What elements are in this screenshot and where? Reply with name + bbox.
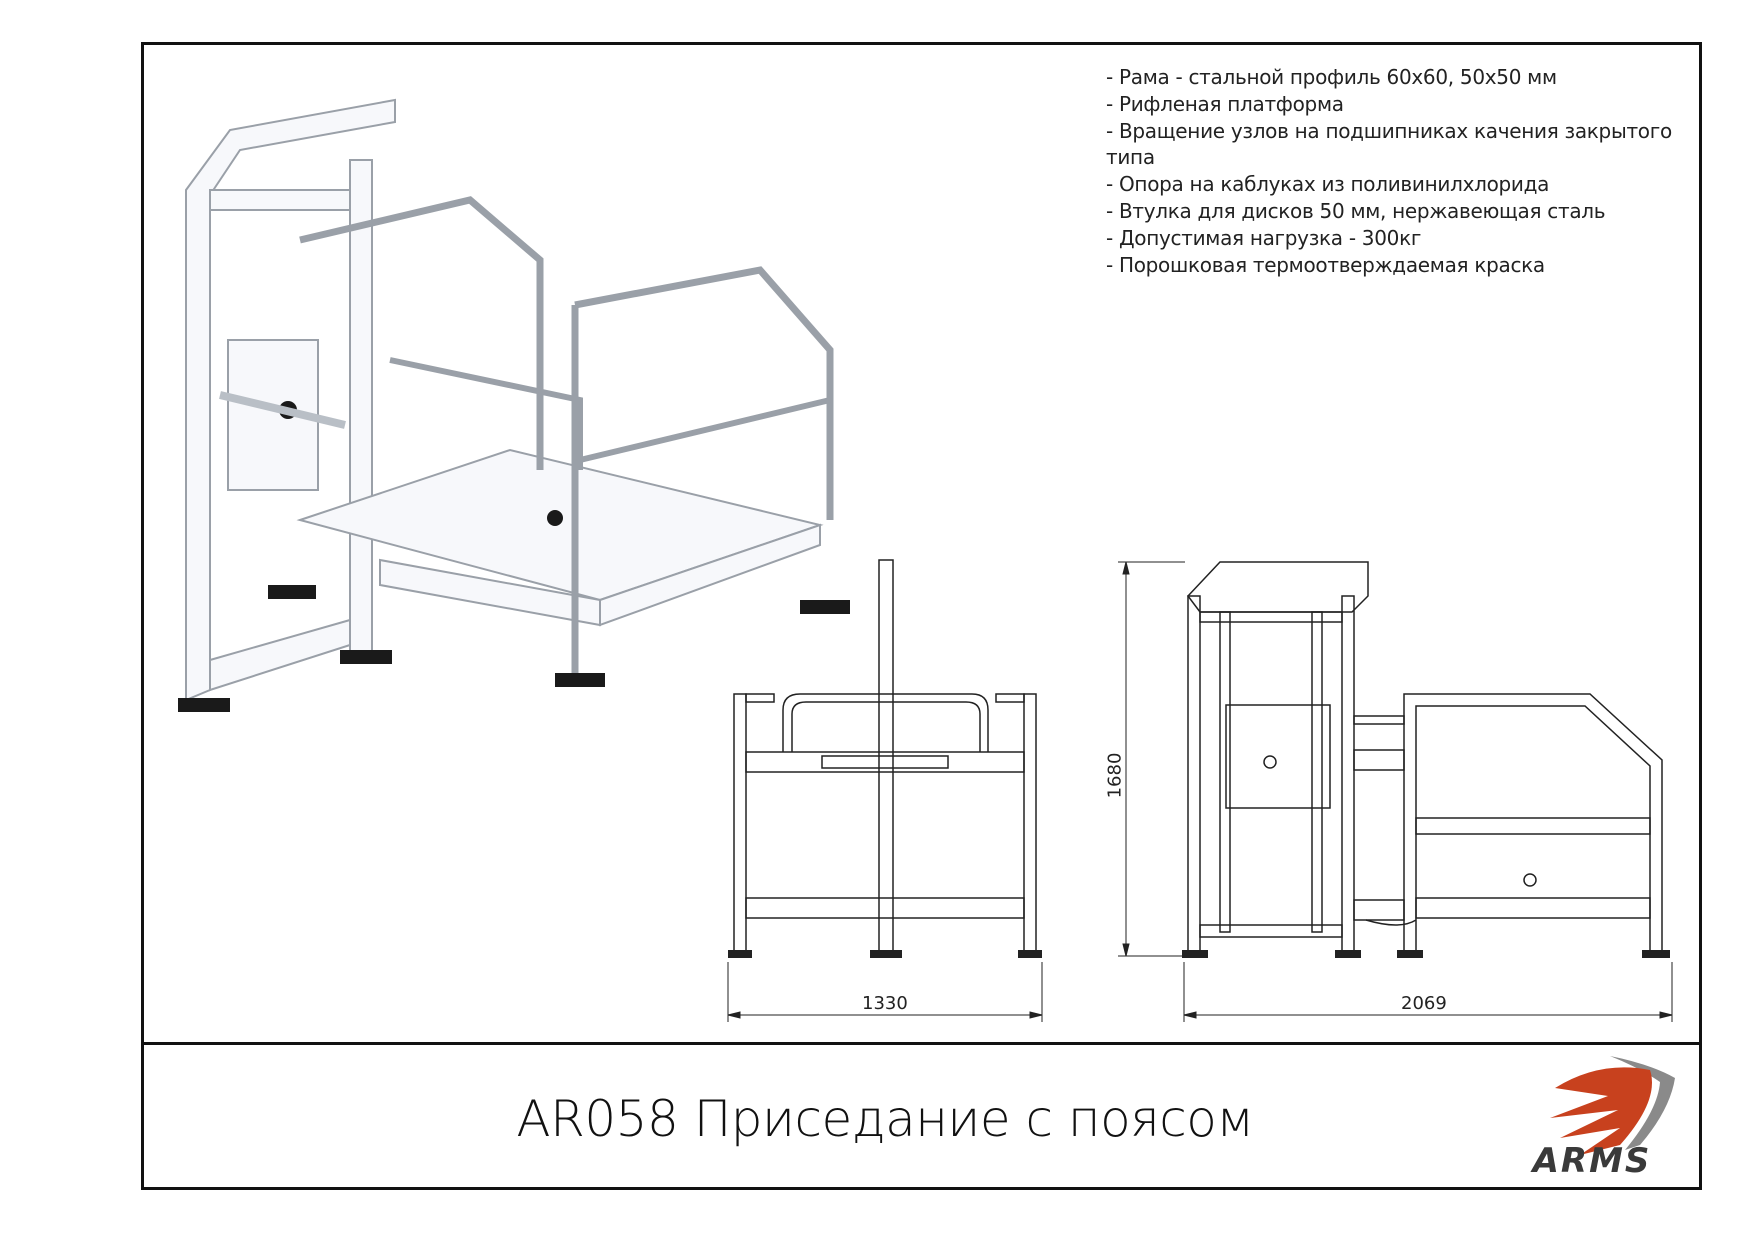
spec-item: - Порошковая термоотверждаемая краска (1106, 252, 1545, 277)
spec-item: - Рифленая платформа (1106, 91, 1344, 116)
height-dimension: 1680 (1104, 752, 1126, 799)
arms-logo: ARMS (1530, 1056, 1675, 1180)
length-dimension: 2069 (1401, 993, 1447, 1014)
product-title: AR058 Приседание с поясом (516, 1090, 1254, 1148)
sheet-frame (141, 42, 1702, 1190)
spec-item: - Рама - стальной профиль 60х60, 50х50 м… (1106, 65, 1557, 89)
width-dimension: 1330 (862, 993, 908, 1014)
svg-text:ARMS: ARMS (1530, 1141, 1652, 1180)
specifications-list: - Рама - стальной профиль 60х60, 50х50 м… (1106, 64, 1696, 278)
spec-item: - Допустимая нагрузка - 300кг (1106, 225, 1422, 250)
spec-item: - Вращение узлов на подшипниках качения … (1106, 118, 1672, 170)
spec-item: - Опора на каблуках из поливинилхлорида (1106, 172, 1550, 197)
title-block-divider (141, 1042, 1702, 1045)
spec-item: - Втулка для дисков 50 мм, нержавеющая с… (1106, 198, 1606, 223)
